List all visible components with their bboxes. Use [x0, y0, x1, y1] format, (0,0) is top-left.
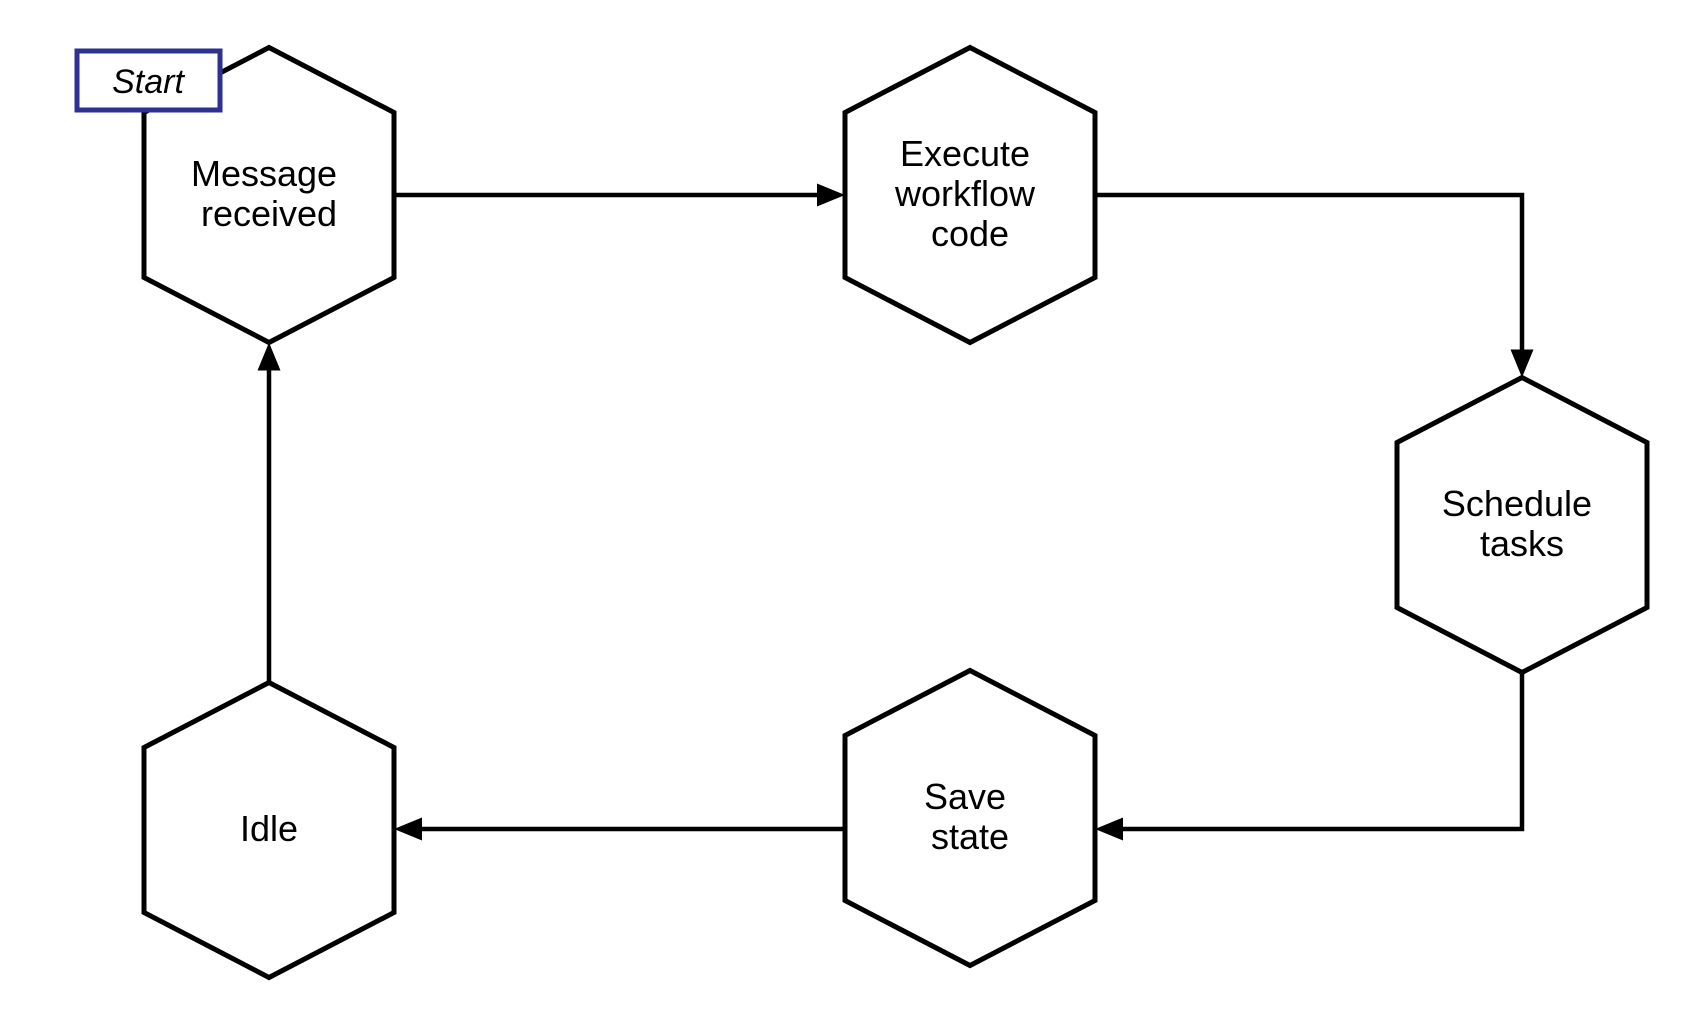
- node-label-execute-workflow-code: Execute workflow code: [894, 133, 1045, 254]
- hexagon-execute-workflow-code: [842, 44, 1098, 346]
- node-save-state: Save state: [842, 667, 1098, 969]
- hexagon-idle: [141, 679, 397, 981]
- edge-line: [1095, 192, 1525, 351]
- arrowhead-left-icon: [1095, 817, 1123, 841]
- edge-execute-workflow-code-to-schedule-tasks: [1095, 192, 1534, 378]
- edge-message-received-to-execute-workflow-code: [394, 183, 845, 207]
- start-badge-label: Start: [112, 63, 185, 101]
- arrowhead-right-icon: [817, 183, 845, 207]
- arrowhead-down-icon: [1510, 349, 1534, 378]
- edge-schedule-tasks-to-save-state: [1095, 672, 1525, 841]
- node-label-idle: Idle: [240, 808, 298, 849]
- start-badge-box: [74, 48, 223, 113]
- node-label-message-received: Message received: [191, 153, 347, 234]
- node-label-schedule-tasks: Schedule tasks: [1442, 483, 1602, 564]
- arrowhead-left-icon: [394, 817, 422, 841]
- edge-idle-to-message-received: [257, 342, 281, 683]
- node-label-save-state: Save state: [924, 776, 1016, 857]
- node-schedule-tasks: Schedule tasks: [1394, 374, 1650, 676]
- node-execute-workflow-code: Execute workflow code: [842, 44, 1098, 346]
- start-badge: Start: [74, 48, 223, 113]
- edge-line: [1121, 672, 1525, 832]
- edge-save-state-to-idle: [394, 817, 845, 841]
- hexagon-save-state: [842, 667, 1098, 969]
- node-idle: Idle: [141, 679, 397, 981]
- arrowhead-up-icon: [257, 342, 281, 371]
